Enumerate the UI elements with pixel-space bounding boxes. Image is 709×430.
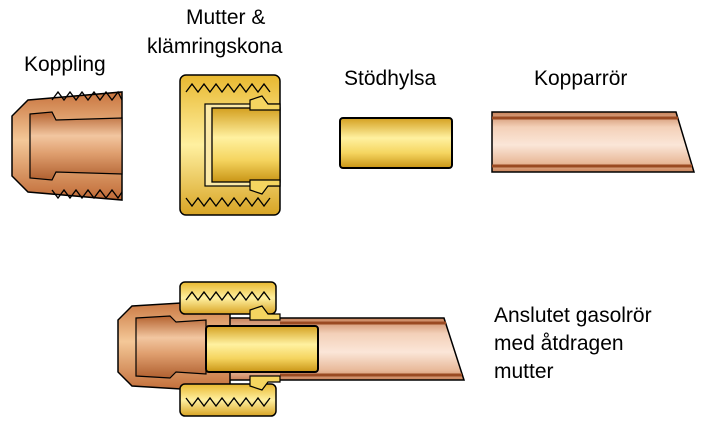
assembled-label-line2: med åtdragen	[494, 332, 624, 355]
nut-thread-top	[185, 82, 271, 94]
pipe-part	[491, 111, 696, 173]
clamp-ring-lip-top	[249, 95, 281, 111]
coupling-thread-bottom	[51, 188, 123, 200]
sleeve-part	[339, 117, 453, 169]
assembled-fitting	[117, 281, 466, 417]
nut-part	[179, 74, 281, 216]
coupling-thread-top	[51, 90, 123, 102]
pipe-label: Kopparrör	[534, 67, 628, 90]
assembled-label-line1: Anslutet gasolrör	[494, 304, 652, 327]
clamp-ring-lip-bottom	[249, 179, 281, 195]
assembled-sleeve	[205, 325, 319, 373]
assembled-label-line3: mutter	[494, 360, 554, 383]
nut-label-line1: Mutter &	[186, 6, 266, 29]
clamp-ring	[211, 107, 281, 183]
sleeve-body	[339, 117, 453, 169]
assembled-nut-top	[179, 281, 277, 315]
nut-label-line2: klämringskona	[147, 35, 283, 58]
pipe-body	[491, 111, 696, 173]
assembled-nut-bottom	[179, 383, 277, 417]
coupling-bore	[29, 111, 123, 181]
sleeve-label: Stödhylsa	[344, 67, 437, 90]
nut-thread-bottom	[185, 196, 271, 208]
coupling-label: Koppling	[24, 53, 106, 76]
coupling-part	[11, 90, 123, 201]
